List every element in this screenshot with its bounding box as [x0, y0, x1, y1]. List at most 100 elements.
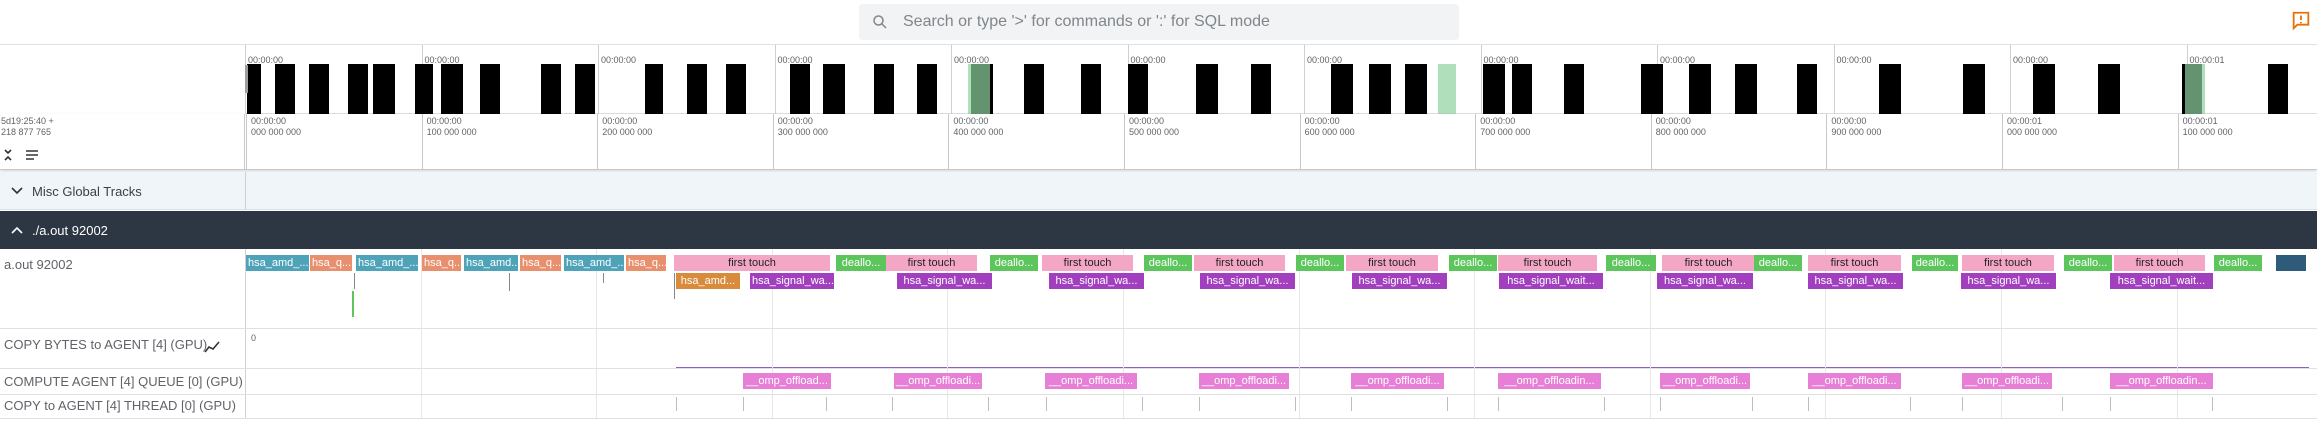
slice-hsa-signal-wait[interactable]: hsa_signal_wa...	[897, 273, 992, 289]
slice-hsa-call[interactable]: hsa_q...	[520, 255, 561, 271]
slice-omp-offload[interactable]: __omp_offloadi...	[1962, 373, 2052, 389]
chevron-up-icon[interactable]	[10, 224, 24, 236]
instant-marker	[674, 273, 675, 299]
slice-hsa-amd[interactable]: hsa_amd...	[676, 273, 740, 289]
slice-omp-offload[interactable]: __omp_offloadin...	[2110, 373, 2213, 389]
slice-dealloc[interactable]: deallo...	[1144, 255, 1192, 271]
slice-hsa-signal-wait[interactable]: hsa_signal_wa...	[750, 273, 834, 289]
gridline	[2176, 395, 2178, 418]
process-group-header[interactable]: ./a.out 92002	[0, 211, 2317, 249]
slice-first-touch[interactable]: first touch	[1346, 255, 1438, 271]
compute-queue-track[interactable]: COMPUTE AGENT [4] QUEUE [0] (GPU) __omp_…	[0, 369, 2317, 395]
divider	[245, 395, 246, 418]
slice-omp-offload[interactable]: __omp_offload...	[743, 373, 831, 389]
slice-first-touch[interactable]: first touch	[674, 255, 830, 271]
slice-hsa-call[interactable]: hsa_amd_...	[246, 255, 309, 271]
slice-omp-offload[interactable]: __omp_offloadi...	[1660, 373, 1750, 389]
time-axis-tick	[597, 114, 599, 170]
copy-thread-track[interactable]: COPY to AGENT [4] THREAD [0] (GPU)	[0, 395, 2317, 419]
slice-first-touch[interactable]: first touch	[1498, 255, 1597, 271]
slice-first-touch[interactable]: first touch	[1662, 255, 1755, 271]
slice-hsa-signal-wait[interactable]: hsa_signal_wa...	[1961, 273, 2056, 289]
track-name: COPY to AGENT [4] THREAD [0] (GPU)	[4, 398, 236, 413]
slice-first-touch[interactable]: first touch	[1042, 255, 1133, 271]
slice-hsa-signal-wait[interactable]: hsa_signal_wa...	[1049, 273, 1144, 289]
line-chart-icon[interactable]	[203, 340, 221, 354]
slice-dealloc[interactable]: deallo...	[836, 255, 886, 271]
overview-activity-block	[1483, 64, 1505, 114]
slice-hsa-signal-wait[interactable]: hsa_signal_wa...	[1657, 273, 1753, 289]
slice-first-touch[interactable]: first touch	[2114, 255, 2205, 271]
copy-event-marker	[1447, 397, 1448, 411]
collapse-all-icon[interactable]	[2, 147, 18, 163]
copy-event-marker	[1199, 397, 1200, 411]
slice-hsa-call[interactable]: hsa_amd...	[464, 255, 518, 271]
slice-dealloc[interactable]: deallo...	[2214, 255, 2262, 271]
slice-hsa-signal-wait[interactable]: hsa_signal_wa...	[1352, 273, 1447, 289]
gridline	[596, 329, 598, 368]
slice-dealloc[interactable]: deallo...	[1296, 255, 1344, 271]
slice-omp-offload[interactable]: __omp_offloadi...	[894, 373, 982, 389]
omnibox[interactable]	[859, 4, 1459, 40]
slice-hsa-call[interactable]: hsa_q...	[310, 255, 352, 271]
slice-tail[interactable]	[2276, 255, 2306, 271]
counter-track[interactable]: COPY BYTES to AGENT [4] (GPU) 0	[0, 329, 2317, 369]
overview-tick	[774, 45, 776, 115]
track-slices-area[interactable]: hsa_amd_...hsa_q...hsa_amd_...hsa_q...hs…	[246, 249, 2317, 328]
slice-omp-offload[interactable]: __omp_offloadi...	[1808, 373, 1901, 389]
chevron-down-icon[interactable]	[10, 185, 24, 197]
slice-omp-offload[interactable]: __omp_offloadi...	[1351, 373, 1444, 389]
tick-label-time: 00:00:00	[777, 116, 813, 126]
slice-omp-offload[interactable]: __omp_offloadi...	[1045, 373, 1137, 389]
time-axis-tick	[1124, 114, 1125, 170]
feedback-icon[interactable]	[2290, 10, 2312, 32]
overview-tick	[1480, 45, 1482, 115]
gridline	[596, 395, 598, 418]
track-slices-area[interactable]: __omp_offload... __omp_offloadi... __omp_o…	[246, 369, 2317, 394]
overview-activity-block	[1641, 64, 1663, 114]
slice-dealloc[interactable]: deallo...	[1754, 255, 1802, 271]
time-axis-tick	[1299, 114, 1301, 170]
overview-drag-handle[interactable]	[245, 65, 248, 93]
slice-omp-offload[interactable]: __omp_offloadin...	[1498, 373, 1601, 389]
slice-dealloc[interactable]: deallo...	[1449, 255, 1497, 271]
overview-activity-block	[1128, 64, 1148, 114]
slice-hsa-signal-wait[interactable]: hsa_signal_wa...	[1808, 273, 1903, 289]
gridline	[1825, 329, 1827, 368]
slice-omp-offload[interactable]: __omp_offloadi...	[1199, 373, 1289, 389]
gridline	[1474, 369, 1476, 394]
gridline	[1649, 329, 1651, 368]
slice-hsa-signal-wait[interactable]: hsa_signal_wait...	[1499, 273, 1603, 289]
tick-label-ns: 500 000 000	[1129, 127, 1180, 137]
counter-area[interactable]	[246, 329, 2317, 368]
overview-selection-highlight	[968, 64, 990, 114]
slice-dealloc[interactable]: deallo...	[990, 255, 1038, 271]
overview-activity-block	[2033, 64, 2055, 114]
slice-first-touch[interactable]: first touch	[1194, 255, 1285, 271]
overview-activity-block	[1689, 64, 1711, 114]
slice-first-touch[interactable]: first touch	[1808, 255, 1901, 271]
slice-hsa-call[interactable]: hsa_q...	[422, 255, 461, 271]
slice-hsa-signal-wait[interactable]: hsa_signal_wait...	[2110, 273, 2213, 289]
slice-hsa-call[interactable]: hsa_q...	[626, 255, 666, 271]
thread-track[interactable]: a.out 92002 hsa_amd_...hsa_q...hsa_amd_.…	[0, 249, 2317, 329]
slice-first-touch[interactable]: first touch	[886, 255, 977, 271]
gridline	[1298, 249, 1300, 328]
misc-global-tracks-group[interactable]: Misc Global Tracks	[0, 172, 2317, 210]
slice-dealloc[interactable]: deallo...	[2064, 255, 2112, 271]
slice-hsa-call[interactable]: hsa_amd_...	[356, 255, 418, 271]
slice-hsa-call[interactable]: hsa_amd_...	[564, 255, 624, 271]
top-bar	[0, 0, 2317, 44]
search-input[interactable]	[903, 4, 1443, 40]
slice-dealloc[interactable]: deallo...	[1606, 255, 1656, 271]
track-list-icon[interactable]	[24, 147, 40, 163]
slice-hsa-signal-wait[interactable]: hsa_signal_wa...	[1200, 273, 1295, 289]
slice-first-touch[interactable]: first touch	[1962, 255, 2054, 271]
track-slices-area[interactable]	[246, 395, 2317, 418]
slice-dealloc[interactable]: deallo...	[1912, 255, 1958, 271]
